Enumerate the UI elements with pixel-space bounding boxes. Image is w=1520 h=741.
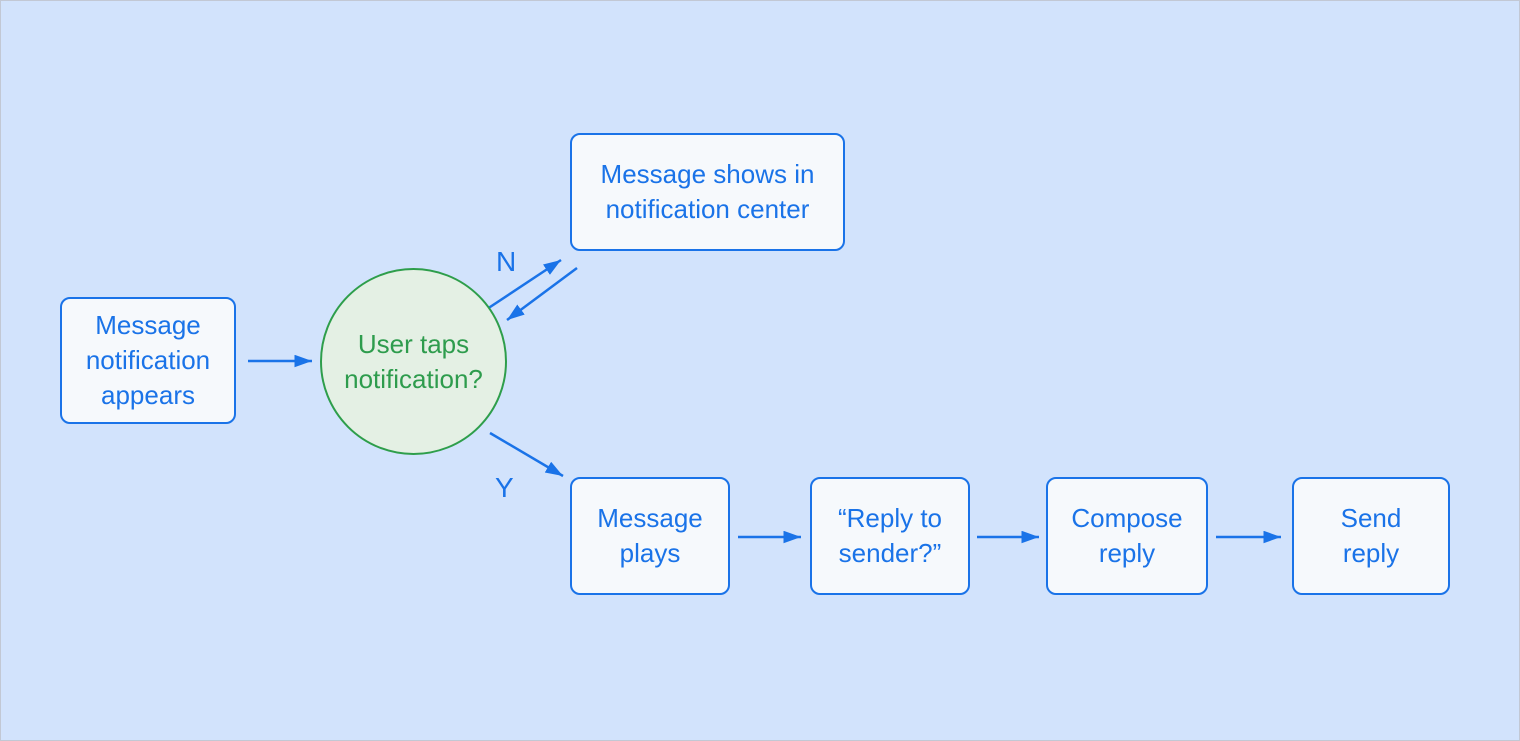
edge-decision-to-message-plays <box>489 431 564 478</box>
edge-label-yes: Y <box>495 472 514 503</box>
node-label: Compose reply <box>1071 503 1183 568</box>
node-reply-to-sender[interactable]: “Reply to sender?” <box>810 477 970 595</box>
node-label: “Reply to sender?” <box>837 503 943 568</box>
node-message-plays[interactable]: Message plays <box>570 477 730 595</box>
node-label: User taps notification? <box>344 328 483 394</box>
node-message-shows-in-notification-center[interactable]: Message shows in notification center <box>570 133 845 251</box>
edge-notification-center-to-decision <box>506 266 578 322</box>
node-user-taps-notification-decision[interactable]: User taps notification? <box>320 268 507 455</box>
node-compose-reply[interactable]: Compose reply <box>1046 477 1208 595</box>
node-label: Message notification appears <box>85 310 211 410</box>
node-send-reply[interactable]: Send reply <box>1292 477 1450 595</box>
node-message-notification-appears[interactable]: Message notification appears <box>60 297 236 424</box>
node-label: Message shows in notification center <box>600 159 815 224</box>
edge-decision-to-notification-center <box>483 258 562 313</box>
node-label: Send reply <box>1340 503 1402 568</box>
edge-label-no: N <box>496 246 517 277</box>
node-label: Message plays <box>597 503 703 568</box>
